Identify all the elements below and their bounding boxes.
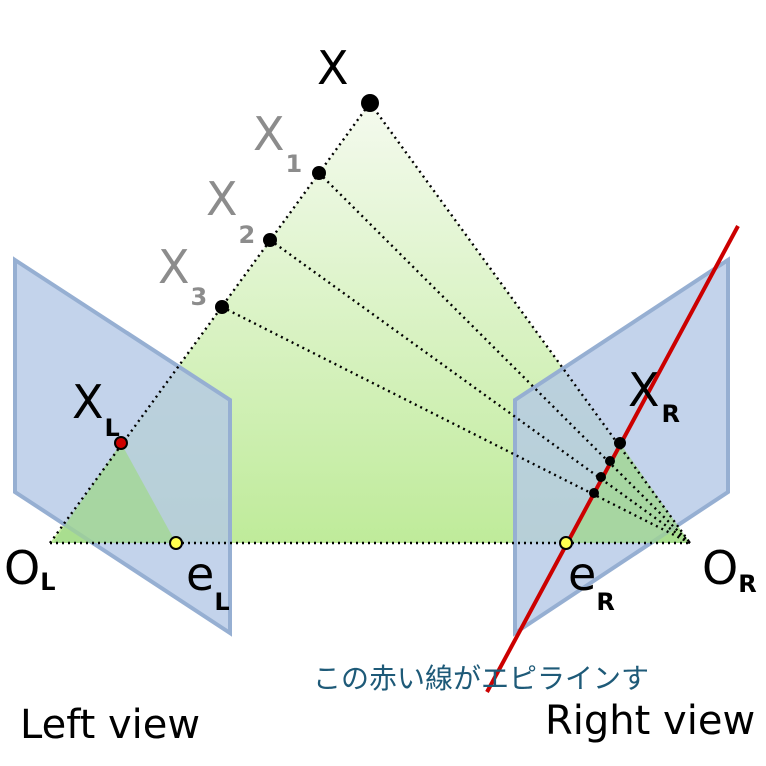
label-ol: OL	[4, 541, 56, 596]
left-view-caption: Left view	[20, 702, 200, 748]
point-x	[361, 94, 379, 112]
point-x2	[263, 233, 277, 247]
label-er: eR	[568, 547, 615, 616]
point-x2-right	[596, 472, 606, 482]
point-x3	[215, 300, 229, 314]
epipole-right	[559, 536, 573, 550]
label-x3: X3	[158, 240, 207, 311]
label-x: X	[317, 41, 349, 95]
label-xr: XR	[628, 363, 680, 428]
epipole-left	[169, 536, 183, 550]
point-x1-right	[605, 456, 615, 466]
projection-rays	[49, 102, 691, 545]
point-xr	[614, 437, 626, 449]
label-or: OR	[702, 541, 757, 598]
point-x1	[312, 166, 326, 180]
label-x1: X1	[253, 107, 302, 178]
point-xl	[114, 436, 128, 450]
label-xl: XL	[72, 375, 120, 442]
right-view-caption: Right view	[545, 698, 755, 744]
label-x2: X2	[206, 172, 255, 249]
epipolar-note: この赤い線がエピラインす	[313, 662, 649, 695]
left-image-triangle	[53, 443, 176, 543]
right-image-triangle	[566, 443, 690, 543]
label-el: eL	[186, 547, 230, 616]
point-x3-right	[589, 488, 599, 498]
